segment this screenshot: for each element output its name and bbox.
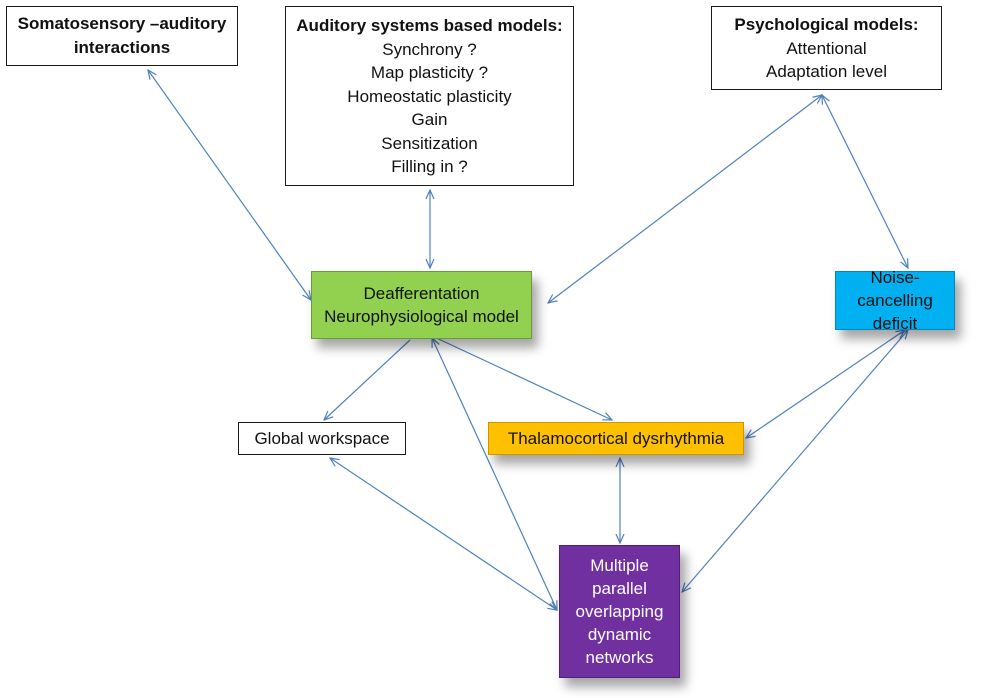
somatosensory-auditory-box: Somatosensory –auditory interactions [6,6,238,66]
multiple-line-1: Multiple [590,556,649,575]
arrow-deaff-multi [432,338,557,610]
global-workspace-label: Global workspace [254,428,390,448]
auditory-item-gain: Gain [411,110,448,129]
auditory-item-map-plasticity: Map plasticity ? [370,63,489,82]
arrow-noise-thal [746,330,905,438]
auditory-models-title: Auditory systems based models: [296,15,563,35]
thalamocortical-label: Thalamocortical dysrhythmia [507,429,725,448]
psych-item-attentional: Attentional [786,38,867,58]
noise-cancelling-line-1: Noise-cancelling [857,268,933,310]
deafferentation-box: Deafferentation Neurophysiological model [311,271,532,339]
auditory-item-synchrony: Synchrony ? [382,39,477,59]
arrow-somato-deaff [148,70,311,300]
multiple-line-5: networks [585,648,654,667]
auditory-item-homeostatic: Homeostatic plasticity [347,86,512,106]
psych-item-adaptation: Adaptation level [766,62,887,81]
arrow-deaff-global [324,339,411,420]
arrow-noise-multi [682,330,908,592]
psychological-models-box: Psychological models: Attentional Adapta… [711,6,942,90]
somatosensory-line-2: interactions [73,38,171,57]
noise-cancelling-box: Noise-cancelling deficit [835,268,955,333]
auditory-item-filling-in: Filling in ? [391,157,468,176]
auditory-models-box: Auditory systems based models: Synchrony… [285,6,574,186]
somatosensory-line-1: Somatosensory –auditory [17,14,227,33]
psychological-models-title: Psychological models: [734,14,919,34]
arrow-psych-noise [822,95,908,268]
noise-cancelling-line-2: deficit [872,314,918,333]
auditory-item-sensitization: Sensitization [381,133,478,153]
arrow-psych-deaff [548,95,822,303]
thalamocortical-box: Thalamocortical dysrhythmia [488,422,744,455]
multiple-networks-box: Multiple parallel overlapping dynamic ne… [559,545,680,678]
global-workspace-box: Global workspace [238,422,406,455]
deafferentation-line-2: Neurophysiological model [324,307,519,326]
multiple-line-3: overlapping [575,602,664,621]
arrow-global-multi [330,458,557,610]
multiple-line-2: parallel [592,579,647,598]
multiple-line-4: dynamic [587,625,652,644]
arrow-deaff-thal [430,335,612,420]
deafferentation-line-1: Deafferentation [363,284,480,303]
